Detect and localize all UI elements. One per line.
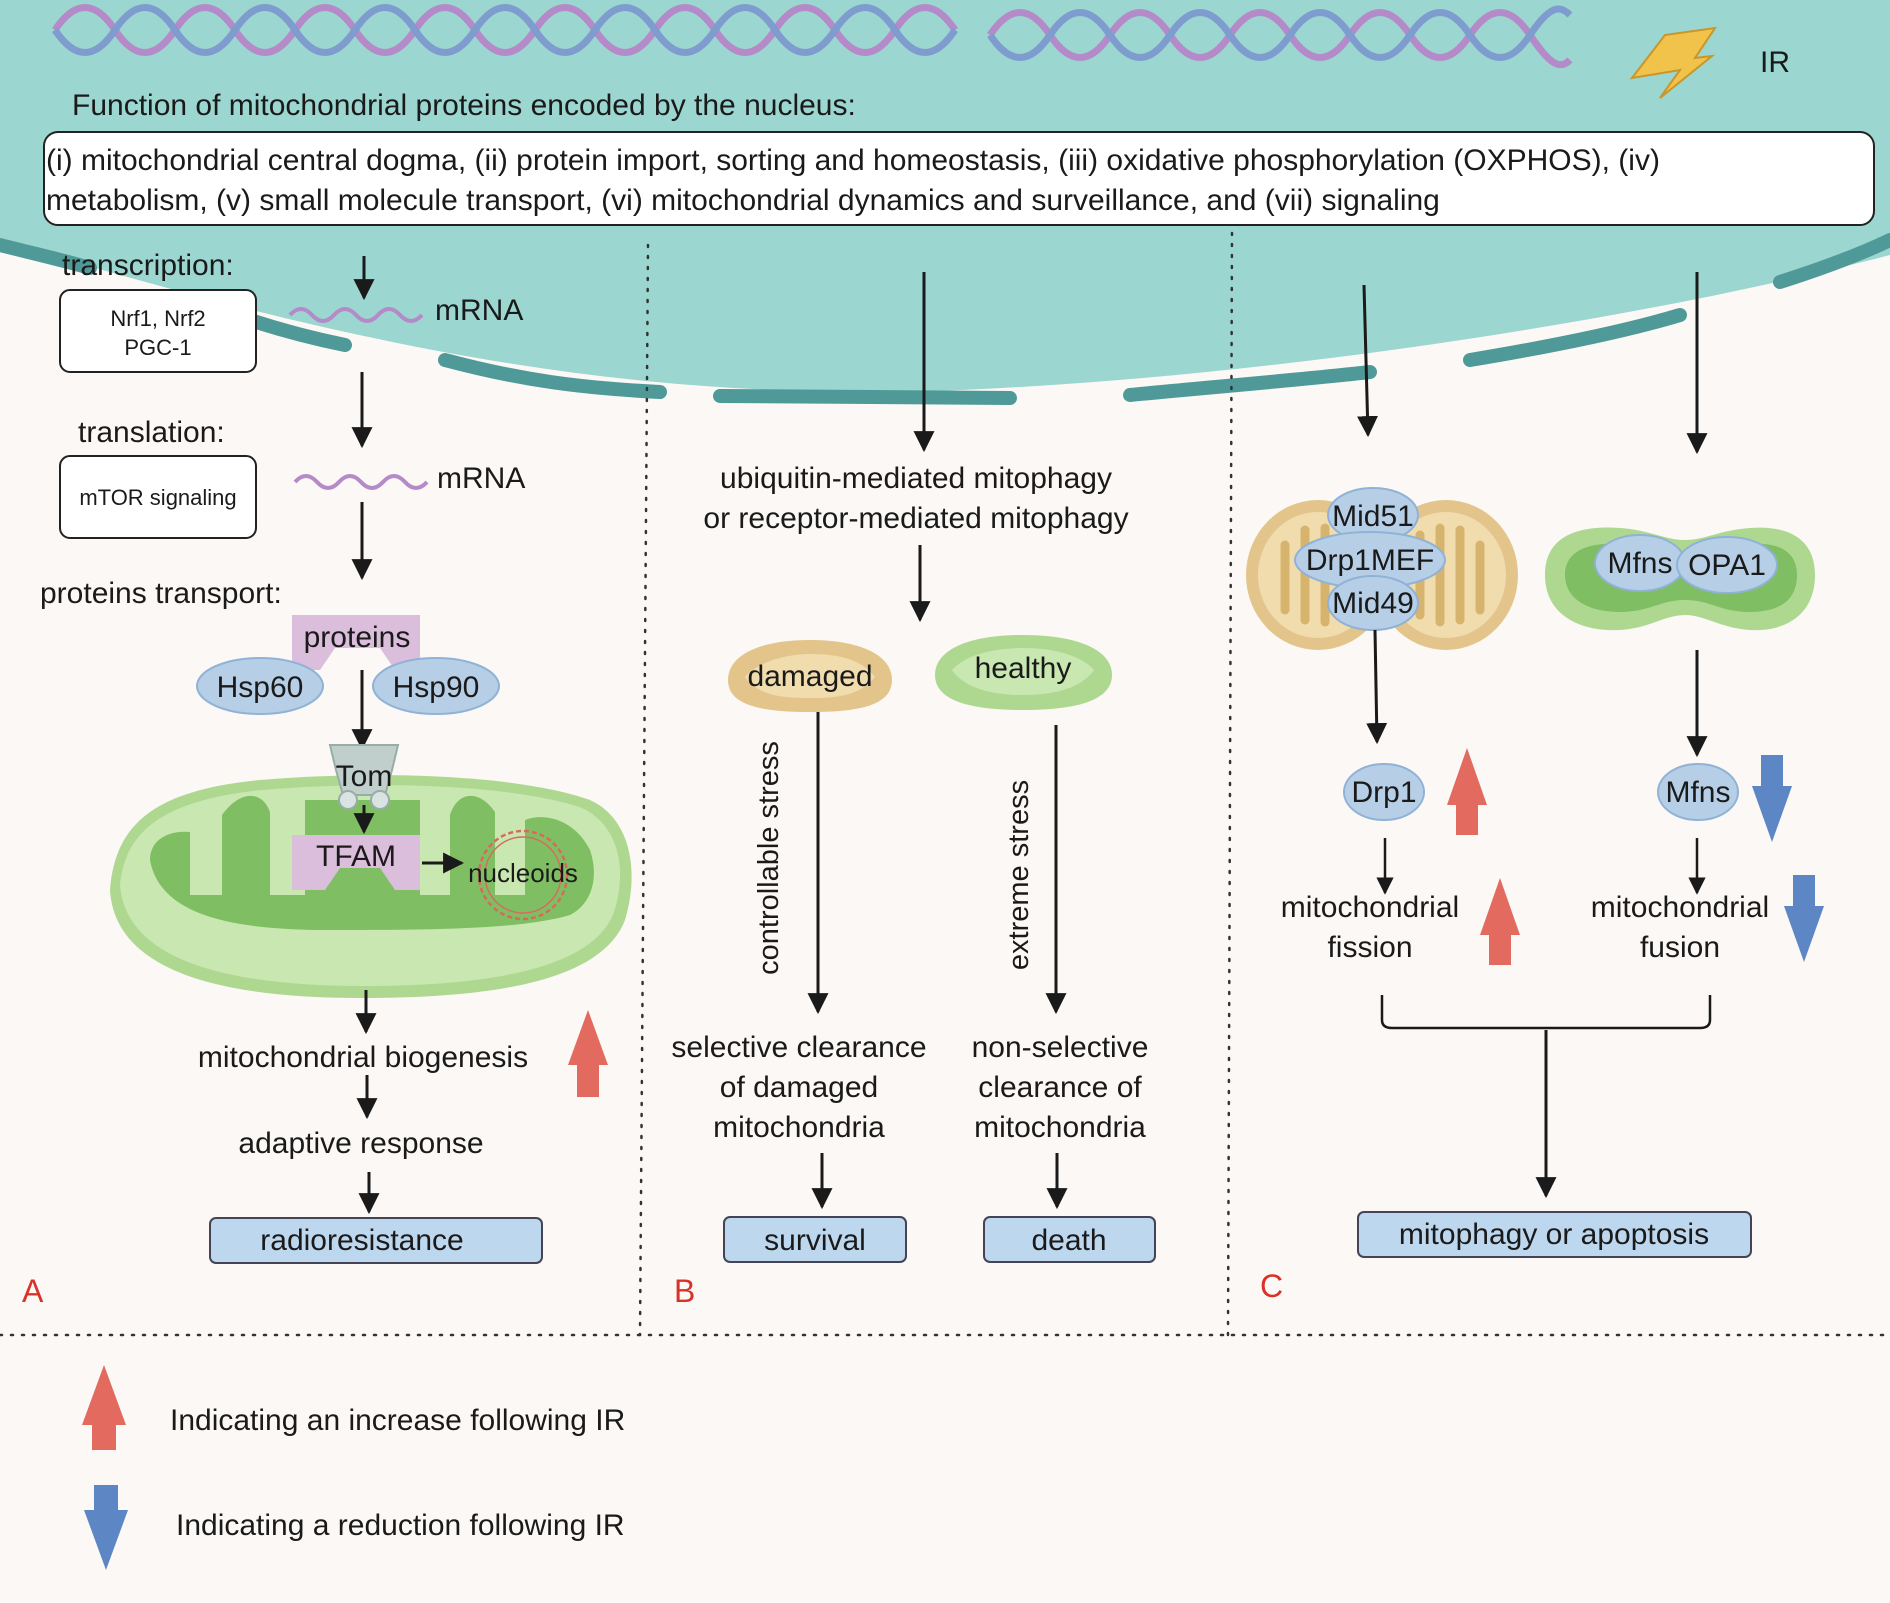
fusion-line-2: fusion xyxy=(1640,931,1720,964)
fission-up-arrow xyxy=(1480,878,1520,965)
tfam-shape xyxy=(292,835,420,890)
mitophagy-line-2: or receptor-mediated mitophagy xyxy=(703,502,1128,535)
functions-box xyxy=(43,131,1875,226)
fusion-down-arrow xyxy=(1784,875,1824,962)
mrna-wave-2 xyxy=(293,474,429,490)
panel-a-letter: A xyxy=(22,1273,44,1309)
fission-line-1: mitochondrial xyxy=(1281,891,1459,924)
nonselective-line-1: non-selective xyxy=(972,1031,1149,1064)
radioresistance-box xyxy=(209,1217,543,1264)
mitophagy-line-1: ubiquitin-mediated mitophagy xyxy=(720,462,1112,495)
selective-line-1: selective clearance xyxy=(671,1031,926,1064)
legend-decrease-text: Indicating a reduction following IR xyxy=(176,1509,625,1542)
selective-line-3: mitochondria xyxy=(713,1111,885,1144)
proteins-label: proteins xyxy=(304,621,411,654)
mrna-label-1: mRNA xyxy=(435,294,523,327)
dna-helix xyxy=(52,4,1573,69)
death-box xyxy=(983,1216,1156,1263)
tom-bead-left xyxy=(338,790,358,810)
nucleoids-label: nucleoids xyxy=(468,858,578,888)
biogenesis-label: mitochondrial biogenesis xyxy=(198,1041,528,1074)
hsp60-protein xyxy=(196,657,324,715)
drp1-label: Drp1 xyxy=(1351,776,1416,809)
mfns-down-arrow xyxy=(1752,755,1792,842)
radioresistance-label: radioresistance xyxy=(260,1224,463,1257)
damaged-label: damaged xyxy=(747,660,872,693)
hsp90-protein xyxy=(372,657,500,715)
transcription-label: transcription: xyxy=(62,249,234,282)
tom-label: Tom xyxy=(336,760,393,793)
selective-line-2: of damaged xyxy=(720,1071,878,1104)
transport-label: proteins transport: xyxy=(40,577,282,610)
mid49-protein xyxy=(1327,575,1419,631)
survival-label: survival xyxy=(764,1224,866,1257)
biogenesis-up-arrow xyxy=(568,1010,608,1097)
proteins-shape xyxy=(292,615,420,670)
translation-box xyxy=(59,455,257,539)
tfam-label: TFAM xyxy=(316,840,396,873)
legend-up-arrow xyxy=(82,1365,126,1450)
transcription-box-line-2: PGC-1 xyxy=(124,335,191,360)
healthy-mitochondrion xyxy=(935,635,1112,710)
extreme-stress-label: extreme stress xyxy=(1003,780,1035,970)
survival-box xyxy=(723,1216,907,1263)
arrow-to-fission-complex xyxy=(1356,284,1378,438)
mitochondrion-large xyxy=(110,775,632,998)
hsp60-label: Hsp60 xyxy=(217,671,304,704)
drp1-protein xyxy=(1343,763,1425,821)
nuclear-membrane xyxy=(0,233,1890,405)
outcome-label: mitophagy or apoptosis xyxy=(1399,1218,1709,1251)
damaged-mitochondrion xyxy=(728,640,892,712)
nucleoid-ring xyxy=(477,829,569,921)
arrow-to-drp1 xyxy=(1366,629,1388,745)
lightning-icon xyxy=(1629,26,1718,99)
fusion-line-1: mitochondrial xyxy=(1591,891,1769,924)
legend-increase-text: Indicating an increase following IR xyxy=(170,1404,625,1437)
transcription-box xyxy=(59,289,257,373)
fission-line-2: fission xyxy=(1327,931,1412,964)
panel-b-letter: B xyxy=(674,1273,695,1309)
panel-c-letter: C xyxy=(1260,1268,1283,1304)
nucleus-heading: Function of mitochondrial proteins encod… xyxy=(72,89,856,122)
opa1-protein xyxy=(1676,536,1778,594)
mfns-top-label: Mfns xyxy=(1607,547,1672,580)
functions-line-2: metabolism, (v) small molecule transport… xyxy=(46,184,1440,217)
tom-bead-right xyxy=(370,790,390,810)
nonselective-line-2: clearance of xyxy=(978,1071,1142,1104)
adaptive-label: adaptive response xyxy=(238,1127,483,1160)
mid51-label: Mid51 xyxy=(1332,500,1414,533)
healthy-label: healthy xyxy=(975,652,1072,685)
opa1-label: OPA1 xyxy=(1688,549,1766,582)
nonselective-line-3: mitochondria xyxy=(974,1111,1146,1144)
fusion-mitochondria xyxy=(1545,527,1815,631)
merge-bracket xyxy=(1380,995,1712,1030)
mrna-label-2: mRNA xyxy=(437,462,525,495)
ir-label: IR xyxy=(1760,46,1790,79)
translation-box-text: mTOR signaling xyxy=(79,485,236,510)
mfns-protein xyxy=(1657,763,1739,821)
controllable-stress-label: controllable stress xyxy=(753,741,785,975)
outcome-box xyxy=(1357,1211,1752,1258)
transcription-box-line-1: Nrf1, Nrf2 xyxy=(110,306,205,331)
translation-label: translation: xyxy=(78,416,225,449)
drp1-up-arrow xyxy=(1447,748,1487,835)
mrna-wave-1 xyxy=(288,307,424,323)
functions-line-1: (i) mitochondrial central dogma, (ii) pr… xyxy=(46,144,1660,177)
mid49-label: Mid49 xyxy=(1332,587,1414,620)
drp1mef-label: Drp1MEF xyxy=(1306,544,1434,577)
legend-down-arrow xyxy=(84,1485,128,1570)
death-label: death xyxy=(1031,1224,1106,1257)
panel-separators xyxy=(0,231,1890,1337)
hsp90-label: Hsp90 xyxy=(393,671,480,704)
nucleoid-ring-inner xyxy=(484,836,562,914)
mfns-label: Mfns xyxy=(1665,776,1730,809)
